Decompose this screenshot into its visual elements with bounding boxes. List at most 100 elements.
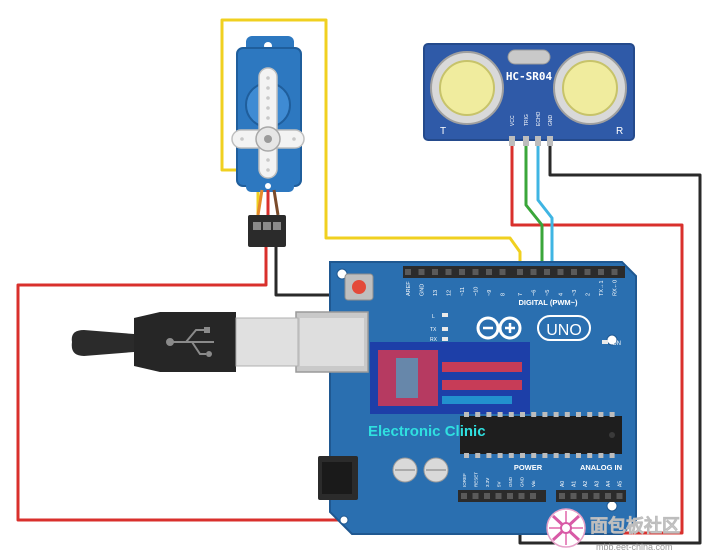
servo-screw-hole-bottom bbox=[265, 183, 271, 189]
chip-pin bbox=[609, 453, 615, 458]
usb-b-socket-face bbox=[300, 318, 364, 366]
chip-pin bbox=[475, 412, 481, 417]
atmega-chip bbox=[460, 416, 622, 454]
atmega-chip-pins-top bbox=[464, 412, 615, 417]
digital-pin-hole bbox=[584, 269, 591, 275]
analog-pin-label: A3 bbox=[595, 481, 601, 487]
chip-pin bbox=[587, 453, 593, 458]
atmega-chip-notch bbox=[609, 432, 615, 438]
digital-pin-label: ~3 bbox=[572, 290, 578, 296]
chip-pin bbox=[531, 412, 537, 417]
digital-pin-hole bbox=[405, 269, 411, 275]
digital-pin-hole bbox=[517, 269, 523, 275]
on-led-label: ON bbox=[612, 341, 621, 347]
reset-button-cap bbox=[352, 280, 366, 294]
digital-pin-hole bbox=[459, 269, 465, 275]
digital-pin-holes bbox=[405, 269, 618, 275]
chip-pin bbox=[564, 453, 570, 458]
chip-pin bbox=[576, 453, 581, 458]
board-mount-hole-3 bbox=[606, 500, 618, 512]
led-label-tx: TX bbox=[430, 327, 437, 333]
digital-pin-label: 13 bbox=[433, 290, 439, 296]
usb-icon bbox=[166, 327, 214, 357]
digital-pin-label: ~6 bbox=[532, 290, 538, 296]
analog-pin-label: A4 bbox=[606, 481, 612, 487]
power-pin-holes bbox=[461, 493, 536, 499]
digital-pin-label: 12 bbox=[447, 290, 453, 296]
digital-pin-label: TX→1 bbox=[599, 280, 605, 296]
servo-cable-orange bbox=[256, 189, 264, 216]
digital-pin-hole bbox=[445, 269, 452, 275]
wires bbox=[16, 18, 702, 545]
digital-pin-hole bbox=[499, 269, 506, 275]
chip-pin bbox=[542, 412, 548, 417]
digital-pin-label: ~11 bbox=[460, 287, 466, 296]
chip-pin bbox=[576, 412, 581, 417]
led-label-l: L bbox=[432, 314, 435, 320]
dc-power-jack-face bbox=[322, 462, 352, 494]
led-label-rx: RX bbox=[430, 337, 438, 343]
usb-plug-metal bbox=[235, 317, 299, 367]
analog-pin-hole bbox=[616, 493, 623, 499]
analog-pin-hole bbox=[559, 493, 565, 499]
chip-pin bbox=[520, 453, 525, 458]
chip-pin bbox=[553, 412, 559, 417]
sensor-pin-headers bbox=[509, 136, 553, 146]
analog-pin-label: A1 bbox=[572, 481, 578, 487]
digital-pin-label: RX←0 bbox=[613, 280, 619, 296]
sensor-pin-label-echo: ECHO bbox=[536, 111, 542, 126]
usb-cable-strain-relief bbox=[71, 330, 134, 356]
atmega-chip-pins-bottom bbox=[464, 453, 615, 458]
chip-pin bbox=[553, 453, 559, 458]
analog-pin-hole bbox=[570, 493, 577, 499]
digital-pin-hole bbox=[418, 269, 425, 275]
sensor-model-label: HC-SR04 bbox=[506, 70, 553, 83]
uno-badge bbox=[537, 315, 591, 341]
sensor-corner-label-left: T bbox=[440, 126, 446, 137]
chip-pin bbox=[598, 412, 604, 417]
digital-pin-hole bbox=[611, 269, 618, 275]
chip-pin bbox=[564, 412, 570, 417]
chip-pin bbox=[542, 453, 548, 458]
digital-header-label: DIGITAL (PWM~) bbox=[518, 298, 578, 307]
chip-pin bbox=[609, 412, 615, 417]
electronic-clinic-text: Electronic Clinic bbox=[368, 423, 486, 440]
power-pin-hole bbox=[530, 493, 536, 499]
digital-pin-label: AREF bbox=[406, 281, 412, 296]
digital-pin-label: ~9 bbox=[487, 290, 493, 296]
analog-pin-hole bbox=[582, 493, 588, 499]
digital-pin-label: 8 bbox=[501, 293, 507, 296]
power-pin-label: GND bbox=[520, 476, 525, 487]
servo-motor bbox=[231, 36, 305, 247]
chip-pin bbox=[475, 453, 481, 458]
chip-pin bbox=[531, 453, 537, 458]
chip-pin bbox=[464, 453, 469, 458]
servo-connector bbox=[248, 215, 286, 247]
digital-pin-hole bbox=[571, 269, 577, 275]
electronic-clinic-overlay bbox=[370, 342, 530, 414]
power-pin-hole bbox=[507, 493, 513, 499]
power-header-label: POWER bbox=[514, 463, 543, 472]
servo-connector-pin-3 bbox=[273, 222, 281, 230]
watermark-url: mbb.eet-china.com bbox=[596, 542, 673, 552]
power-pin-hole bbox=[461, 493, 467, 499]
digital-pin-label: GND bbox=[420, 284, 426, 296]
analog-pin-holes bbox=[559, 493, 623, 499]
digital-pin-hole bbox=[432, 269, 438, 275]
sensor-transducer-right-mesh bbox=[562, 60, 618, 116]
sensor-corner-label-right: R bbox=[616, 126, 623, 137]
chip-pin bbox=[486, 453, 492, 458]
watermark: 面包板社区 mbb.eet-china.com bbox=[546, 508, 680, 552]
digital-pin-hole bbox=[544, 269, 550, 275]
digital-header bbox=[403, 266, 625, 278]
servo-connector-pin-1 bbox=[253, 222, 261, 230]
analog-pin-label: A2 bbox=[583, 481, 589, 487]
chip-pin bbox=[508, 412, 514, 417]
wire-sensor-echo-blue bbox=[536, 133, 554, 272]
servo-cable-brown bbox=[272, 189, 280, 216]
analog-pin-hole bbox=[605, 493, 611, 499]
power-pin-hole bbox=[472, 493, 479, 499]
chip-pin bbox=[497, 453, 503, 458]
power-pin-label: RESET bbox=[474, 472, 479, 487]
